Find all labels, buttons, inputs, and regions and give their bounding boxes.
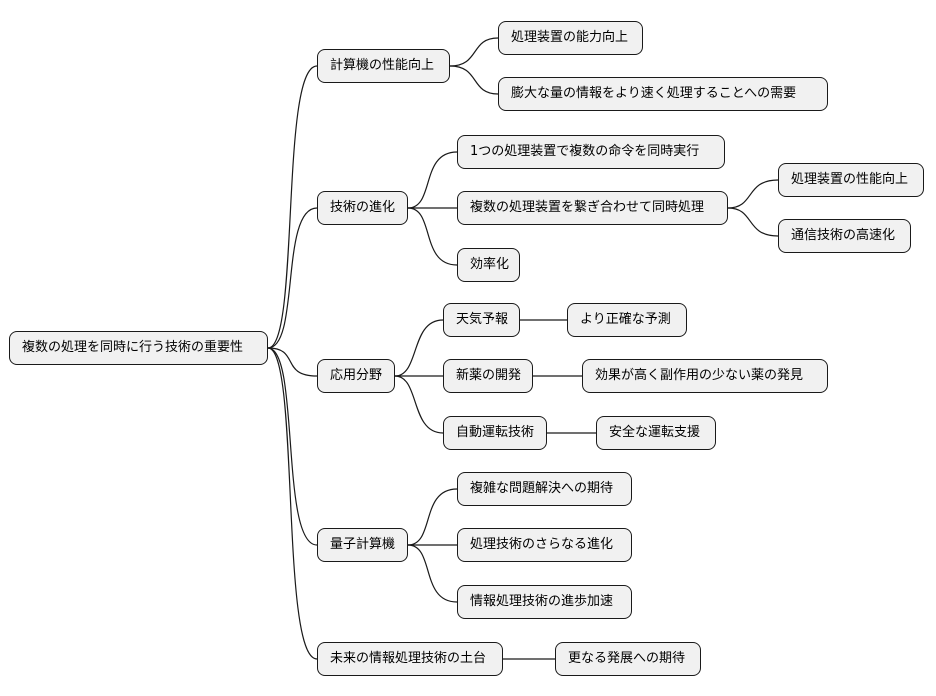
edge-root-to-performance xyxy=(267,65,318,349)
branch-quantum[interactable]: 量子計算機 xyxy=(317,528,408,562)
node-further-development[interactable]: 更なる発展への期待 xyxy=(555,642,701,676)
node-prediction[interactable]: より正確な予測 xyxy=(567,303,687,337)
node-processor-performance[interactable]: 処理装置の性能向上 xyxy=(778,163,924,197)
node-processor-capability[interactable]: 処理装置の能力向上 xyxy=(498,21,643,55)
edge-quantum-to-acceleration xyxy=(407,544,458,603)
edge-quantum-to-problem xyxy=(407,488,458,546)
root-node[interactable]: 複数の処理を同時に行う技術の重要性 xyxy=(9,331,268,365)
node-processing-demand[interactable]: 膨大な量の情報をより速く処理することへの需要 xyxy=(498,77,828,111)
node-weather[interactable]: 天気予報 xyxy=(443,303,520,337)
branch-future[interactable]: 未来の情報処理技術の土台 xyxy=(317,642,503,676)
edge-multi-to-processor xyxy=(727,179,779,209)
node-driving[interactable]: 自動運転技術 xyxy=(443,416,547,450)
node-network-speed[interactable]: 通信技術の高速化 xyxy=(778,219,911,253)
node-drug-discovery[interactable]: 効果が高く副作用の少ない薬の発見 xyxy=(582,359,828,393)
edge-root-to-quantum xyxy=(267,347,318,546)
edge-evolution-to-single xyxy=(407,151,458,209)
node-drug[interactable]: 新薬の開発 xyxy=(443,359,533,393)
node-processing-evolution[interactable]: 処理技術のさらなる進化 xyxy=(457,528,632,562)
node-single-processor[interactable]: 1つの処理装置で複数の命令を同時実行 xyxy=(457,135,725,169)
edge-performance-to-demand xyxy=(449,65,499,95)
edge-performance-to-capability xyxy=(449,37,499,67)
branch-evolution[interactable]: 技術の進化 xyxy=(317,191,408,225)
edge-multi-to-network xyxy=(727,207,779,237)
node-progress-acceleration[interactable]: 情報処理技術の進歩加速 xyxy=(457,585,632,619)
node-multi-processor[interactable]: 複数の処理装置を繋ぎ合わせて同時処理 xyxy=(457,191,728,225)
edge-root-to-applications xyxy=(267,347,318,377)
edge-root-to-future xyxy=(267,347,318,660)
edge-evolution-to-efficiency xyxy=(407,207,458,266)
node-efficiency[interactable]: 効率化 xyxy=(457,248,520,282)
edge-applications-to-weather xyxy=(394,319,444,377)
node-complex-problems[interactable]: 複雑な問題解決への期待 xyxy=(457,472,632,506)
branch-applications[interactable]: 応用分野 xyxy=(317,359,395,393)
branch-performance[interactable]: 計算機の性能向上 xyxy=(317,49,450,83)
edge-applications-to-driving xyxy=(394,375,444,434)
node-driving-assist[interactable]: 安全な運転支援 xyxy=(596,416,716,450)
edge-root-to-evolution xyxy=(267,207,318,349)
